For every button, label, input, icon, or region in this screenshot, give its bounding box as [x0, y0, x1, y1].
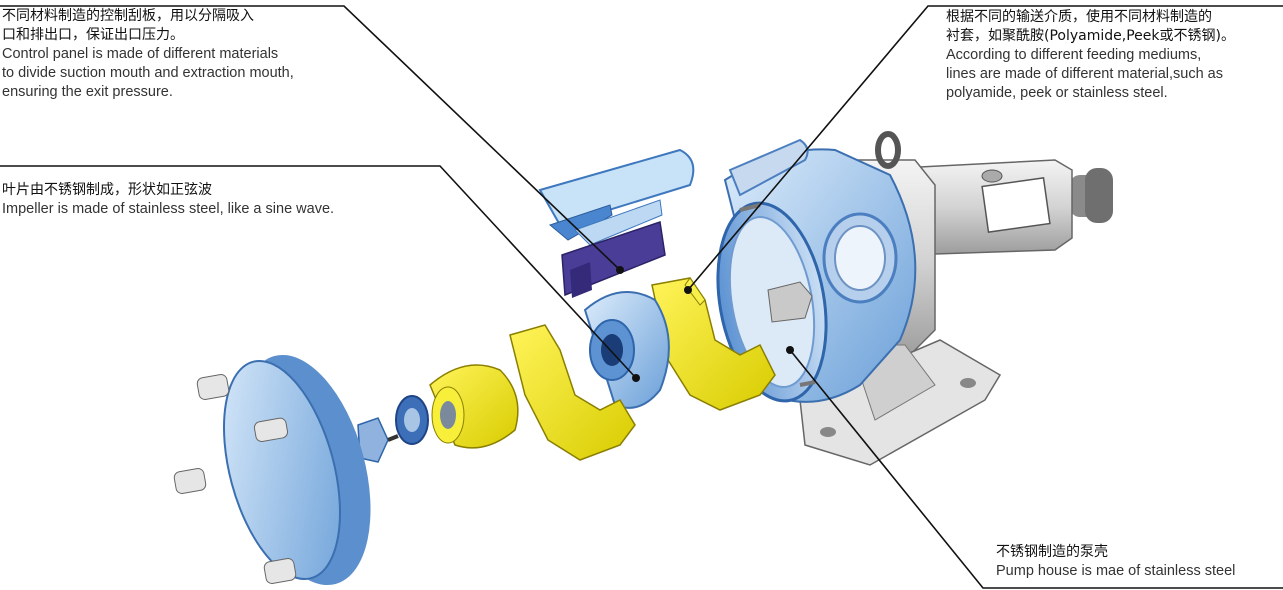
- pump-house-en-line-1: Pump house is mae of stainless steel: [996, 563, 1236, 579]
- control-panel-en-line-3: ensuring the exit pressure.: [2, 84, 173, 100]
- leader-lines: [0, 5, 1283, 589]
- leader-impeller: [0, 165, 637, 379]
- leader-pump-house: [789, 349, 1283, 589]
- control-panel-en-line-1: Control panel is made of different mater…: [2, 46, 279, 62]
- pump-house: [716, 138, 917, 403]
- callout-impeller: 叶片由不锈钢制成，形状如正弦波 Impeller is made of stai…: [2, 181, 334, 219]
- control-panel: [538, 148, 695, 298]
- lining-right: [651, 277, 776, 411]
- pump-house-zh-line-1: 不锈钢制造的泵壳: [996, 544, 1108, 560]
- front-cover: [173, 354, 371, 586]
- lining-en-line-3: polyamide, peek or stainless steel.: [946, 85, 1168, 101]
- control-panel-zh-line-2: 口和排出口，保证出口压力。: [2, 27, 184, 43]
- gland-nut: [357, 395, 429, 463]
- control-panel-en-line-2: to divide suction mouth and extraction m…: [2, 65, 294, 81]
- impeller-en-line-1: Impeller is made of stainless steel, lik…: [2, 201, 335, 217]
- impeller-zh-line-1: 叶片由不锈钢制成，形状如正弦波: [2, 182, 212, 198]
- callout-pump-house: 不锈钢制造的泵壳 Pump house is mae of stainless …: [996, 543, 1235, 581]
- lining-en-line-2: lines are made of different material,suc…: [946, 66, 1223, 82]
- leader-lining: [687, 5, 1283, 291]
- lining-en-line-1: According to different feeding mediums,: [946, 47, 1202, 63]
- lining-zh-line-1: 根据不同的输送介质，使用不同材料制造的: [946, 9, 1212, 25]
- lining-left: [509, 324, 636, 461]
- control-panel-zh-line-1: 不同材料制造的控制刮板，用以分隔吸入: [2, 8, 254, 24]
- impeller: [583, 291, 670, 409]
- pump-foot: [799, 339, 1002, 466]
- leader-dots: [616, 266, 794, 382]
- coupling-sleeve: [429, 364, 519, 449]
- lining-zh-line-2: 衬套，如聚酰胺(Polyamide,Peek或不锈钢)。: [946, 28, 1235, 44]
- callout-lining: 根据不同的输送介质，使用不同材料制造的 衬套，如聚酰胺(Polyamide,Pe…: [946, 8, 1235, 103]
- callout-control-panel: 不同材料制造的控制刮板，用以分隔吸入 口和排出口，保证出口压力。 Control…: [2, 7, 294, 102]
- leader-control-panel: [0, 5, 621, 271]
